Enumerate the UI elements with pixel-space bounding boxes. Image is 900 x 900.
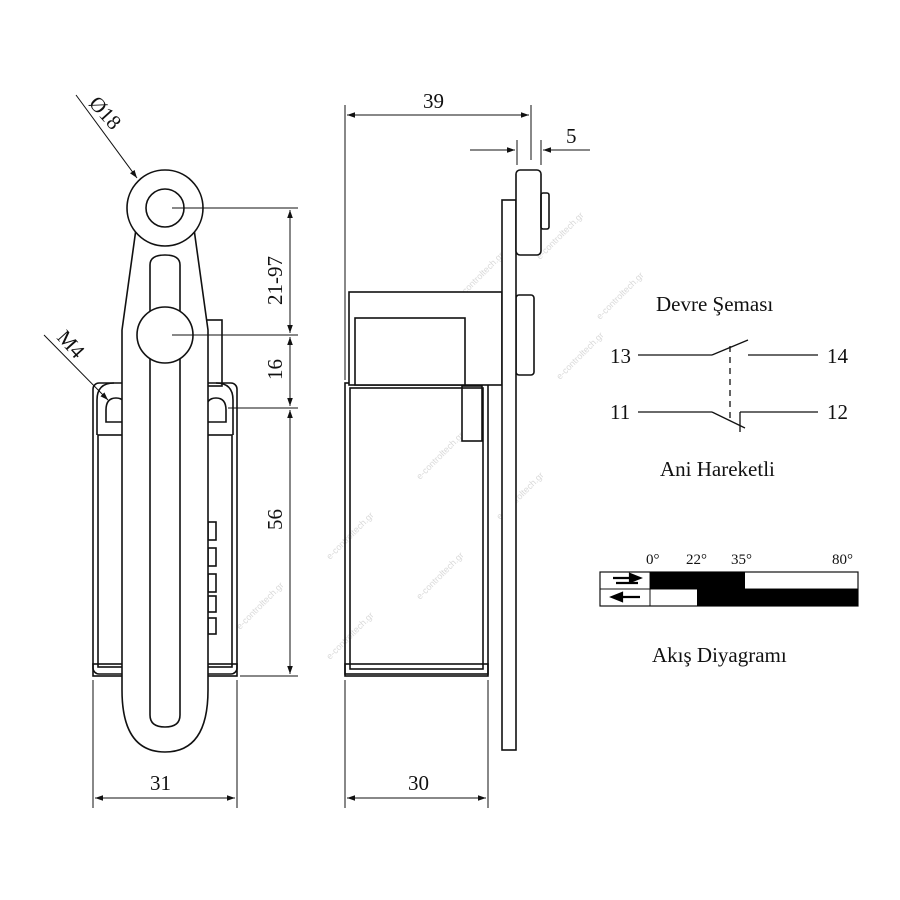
dim-body-height: 56 [263,509,287,530]
terminal-13: 13 [610,344,631,368]
mounting-hole-right [205,397,227,423]
dim-side-body: 30 [408,771,429,795]
side-hub [515,294,535,376]
angle-0: 0° [646,552,660,568]
circuit-title: Devre Şeması [656,292,773,316]
side-dimensions [344,105,590,808]
watermark: e-controltech.gr e-controltech.gr e-cont… [234,210,645,661]
flow-bar-nc [697,589,858,606]
side-view [344,169,550,751]
svg-text:e-controltech.gr: e-controltech.gr [414,550,465,601]
dim-front-width: 31 [150,771,171,795]
flow-bar-no [650,572,745,589]
terminal-12: 12 [827,400,848,424]
flow-caption: Akış Diyagramı [652,643,787,667]
angle-80: 80° [832,552,853,568]
side-body [344,382,489,675]
svg-text:e-controltech.gr: e-controltech.gr [534,210,585,261]
terminal-14: 14 [827,344,849,368]
dim-lever-length: 21-97 [263,256,287,305]
svg-text:e-controltech.gr: e-controltech.gr [414,430,465,481]
angle-22: 22° [686,552,707,568]
dim-roller-width: 5 [566,124,577,148]
terminal-11: 11 [610,400,630,424]
circuit-caption: Ani Hareketli [660,457,775,481]
front-dimensions [43,94,298,808]
right-shoulder [215,382,234,435]
angle-35: 35° [731,552,752,568]
side-roller [515,169,542,256]
dim-roller-diameter: Ø18 [84,91,126,134]
svg-text:e-controltech.gr: e-controltech.gr [234,580,285,631]
front-view [92,169,238,753]
flow-diagram [599,571,859,607]
lever-slot [149,254,181,728]
dim-pivot-offset: 16 [263,359,287,380]
dim-side-total: 39 [423,89,444,113]
svg-text:e-controltech.gr: e-controltech.gr [554,330,605,381]
side-lever [501,199,517,751]
svg-text:e-controltech.gr: e-controltech.gr [594,270,645,321]
dim-thread: M4 [52,325,90,363]
left-shoulder [96,382,115,435]
circuit-symbol [638,339,818,432]
